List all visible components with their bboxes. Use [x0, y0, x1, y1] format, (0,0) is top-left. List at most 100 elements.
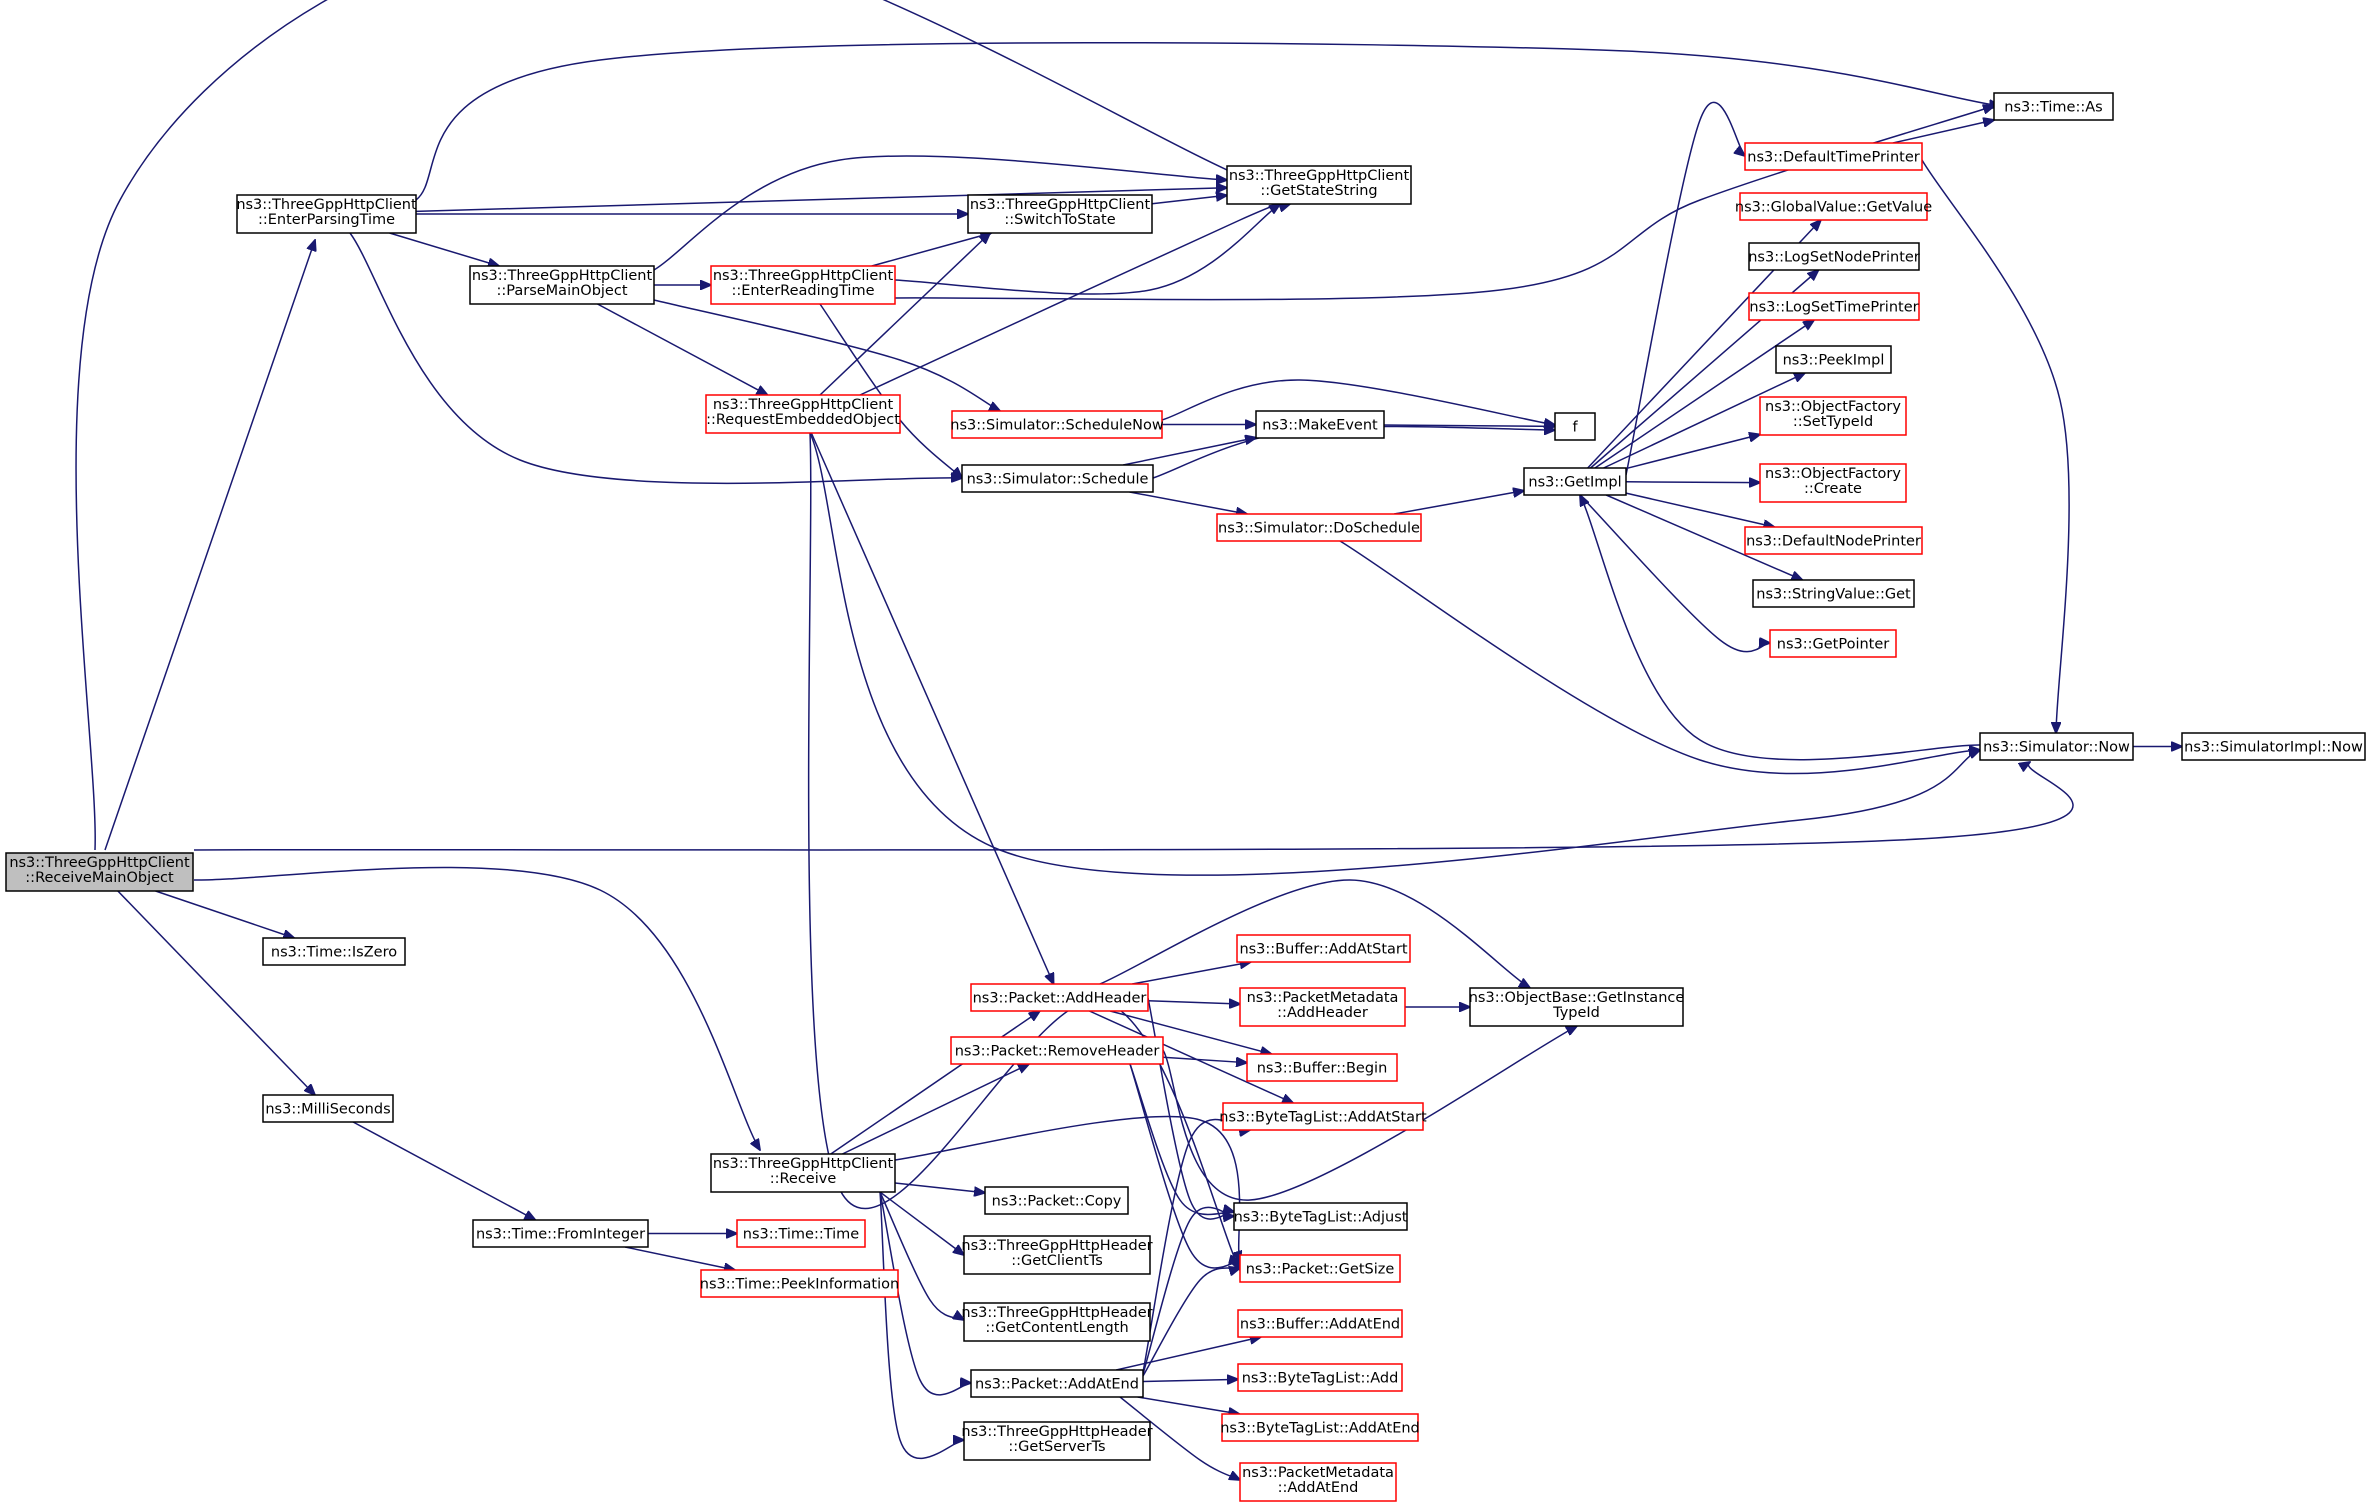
- edge-parseMain-to-requestEmbedded: [597, 303, 767, 395]
- node-btlAdjust[interactable]: ns3::ByteTagList::Adjust: [1233, 1202, 1408, 1231]
- node-box: [1748, 292, 1920, 321]
- edge-doSchedule-to-getImpl: [1393, 491, 1524, 515]
- node-packetCopy[interactable]: ns3::Packet::Copy: [984, 1186, 1129, 1215]
- node-label: ns3::ByteTagList::AddAtEnd: [1220, 1421, 1420, 1437]
- node-box: [1554, 412, 1596, 441]
- node-pmAddHeader[interactable]: ns3::PacketMetadata::AddHeader: [1239, 987, 1406, 1027]
- node-label: ::GetStateString: [1260, 183, 1377, 199]
- node-box: [1979, 732, 2134, 761]
- node-timeTime[interactable]: ns3::Time::Time: [736, 1219, 866, 1248]
- node-label: ns3::Packet::AddAtEnd: [975, 1377, 1139, 1393]
- node-getClientTs[interactable]: ns3::ThreeGppHttpHeader::GetClientTs: [961, 1235, 1153, 1275]
- node-label: ns3::Time::IsZero: [271, 945, 397, 961]
- node-label: ns3::PeekImpl: [1783, 353, 1885, 369]
- node-enterReading[interactable]: ns3::ThreeGppHttpClient::EnterReadingTim…: [710, 265, 896, 305]
- node-doSchedule[interactable]: ns3::Simulator::DoSchedule: [1216, 513, 1422, 542]
- node-isZero[interactable]: ns3::Time::IsZero: [262, 937, 406, 966]
- node-parseMain[interactable]: ns3::ThreeGppHttpClient::ParseMainObject: [469, 265, 655, 305]
- edge-simNow-to-getImpl: [1580, 495, 1981, 761]
- node-label: ns3::Time::As: [2004, 100, 2102, 116]
- edge-enterParsing-to-timeAs: [415, 41, 2000, 201]
- node-logSetTimePrinter[interactable]: ns3::LogSetTimePrinter: [1748, 292, 1920, 321]
- node-makeEvent[interactable]: ns3::MakeEvent: [1255, 410, 1385, 439]
- node-pmAddAtEnd[interactable]: ns3::PacketMetadata::AddAtEnd: [1239, 1462, 1397, 1502]
- node-getContentLength[interactable]: ns3::ThreeGppHttpHeader::GetContentLengt…: [961, 1302, 1153, 1342]
- node-getPointer[interactable]: ns3::GetPointer: [1769, 629, 1897, 658]
- node-requestEmbedded[interactable]: ns3::ThreeGppHttpClient::RequestEmbedded…: [705, 394, 901, 434]
- node-removeHeader[interactable]: ns3::Packet::RemoveHeader: [950, 1036, 1164, 1065]
- node-bufferBegin[interactable]: ns3::Buffer::Begin: [1246, 1053, 1398, 1082]
- edge-receive-to-addHeader: [830, 1011, 1040, 1155]
- edge-root-to-getStateString: [75, 0, 1250, 851]
- node-simImplNow[interactable]: ns3::SimulatorImpl::Now: [2181, 732, 2366, 761]
- node-box: [1237, 1363, 1403, 1392]
- node-label: ns3::LogSetNodePrinter: [1748, 250, 1920, 266]
- node-milliSeconds[interactable]: ns3::MilliSeconds: [262, 1094, 394, 1123]
- node-box: [472, 1219, 649, 1248]
- node-label: ns3::ThreeGppHttpHeader: [961, 1305, 1152, 1321]
- node-label: ::AddHeader: [1277, 1005, 1368, 1021]
- node-logSetNodePrinter[interactable]: ns3::LogSetNodePrinter: [1748, 242, 1920, 271]
- node-box: [1239, 987, 1406, 1027]
- node-defaultNodePrinter[interactable]: ns3::DefaultNodePrinter: [1744, 526, 1923, 555]
- node-btlAdd[interactable]: ns3::ByteTagList::Add: [1237, 1363, 1403, 1392]
- node-fromInteger[interactable]: ns3::Time::FromInteger: [472, 1219, 649, 1248]
- node-packetAddAtEnd[interactable]: ns3::Packet::AddAtEnd: [970, 1369, 1144, 1398]
- edge-defaultTimePrinter-to-timeAs: [1892, 120, 1994, 144]
- node-label: ns3::PacketMetadata: [1242, 1465, 1394, 1481]
- node-bufferAddAtEnd[interactable]: ns3::Buffer::AddAtEnd: [1237, 1309, 1403, 1338]
- node-defaultTimePrinter[interactable]: ns3::DefaultTimePrinter: [1744, 142, 1923, 171]
- node-getServerTs[interactable]: ns3::ThreeGppHttpHeader::GetServerTs: [961, 1421, 1153, 1461]
- node-label: ns3::ThreeGppHttpHeader: [961, 1424, 1152, 1440]
- node-bufferAddAtStart[interactable]: ns3::Buffer::AddAtStart: [1236, 934, 1411, 963]
- node-label: ::SwitchToState: [1004, 212, 1115, 228]
- node-scheduleNow[interactable]: ns3::Simulator::ScheduleNow: [950, 410, 1164, 439]
- node-label: ns3::ThreeGppHttpClient: [713, 268, 894, 284]
- edge-packetAddAtEnd-to-btlAdjust: [1142, 1206, 1234, 1375]
- node-label: ns3::ObjectBase::GetInstance: [1469, 990, 1685, 1006]
- node-receive[interactable]: ns3::ThreeGppHttpClient::Receive: [710, 1153, 896, 1193]
- node-enterParsing[interactable]: ns3::ThreeGppHttpClient::EnterParsingTim…: [236, 194, 417, 234]
- node-timeAs[interactable]: ns3::Time::As: [1993, 92, 2114, 121]
- node-label: ns3::ThreeGppHttpClient: [1229, 168, 1410, 184]
- edge-getImpl-to-logSetTimePrinter: [1594, 320, 1814, 469]
- node-label: ns3::ThreeGppHttpClient: [713, 397, 894, 413]
- node-box: [1239, 1254, 1401, 1283]
- node-packetGetSize[interactable]: ns3::Packet::GetSize: [1239, 1254, 1401, 1283]
- node-getStateString[interactable]: ns3::ThreeGppHttpClient::GetStateString: [1226, 165, 1412, 205]
- edge-parseMain-to-scheduleNow: [653, 299, 1000, 411]
- edge-root-to-isZero: [155, 890, 295, 938]
- edge-receive-to-getServerTs: [879, 1191, 964, 1460]
- node-label: ns3::MakeEvent: [1262, 418, 1378, 434]
- node-getImpl[interactable]: ns3::GetImpl: [1523, 467, 1627, 496]
- node-box: [961, 464, 1154, 493]
- edge-receive-to-getContentLength: [879, 1191, 964, 1320]
- node-peekImpl[interactable]: ns3::PeekImpl: [1775, 345, 1892, 374]
- node-switchToState[interactable]: ns3::ThreeGppHttpClient::SwitchToState: [967, 194, 1153, 234]
- edge-enterReading-to-schedule: [819, 303, 962, 478]
- node-box: [1759, 463, 1907, 503]
- node-box: [262, 1094, 394, 1123]
- node-label: ::GetContentLength: [985, 1320, 1128, 1336]
- node-box: [1237, 1309, 1403, 1338]
- node-schedule[interactable]: ns3::Simulator::Schedule: [961, 464, 1154, 493]
- node-simNow[interactable]: ns3::Simulator::Now: [1979, 732, 2134, 761]
- node-ofSetTypeId[interactable]: ns3::ObjectFactory::SetTypeId: [1759, 396, 1907, 436]
- edge-schedule-to-makeEvent: [1122, 438, 1256, 466]
- node-box: [1775, 345, 1892, 374]
- edge-getImpl-to-defaultTimePrinter: [1625, 101, 1745, 476]
- edge-doSchedule-to-simNow: [1339, 540, 1980, 775]
- node-label: ns3::Buffer::AddAtEnd: [1240, 1317, 1400, 1333]
- node-addHeader[interactable]: ns3::Packet::AddHeader: [970, 983, 1149, 1012]
- node-btlAddAtStart[interactable]: ns3::ByteTagList::AddAtStart: [1219, 1102, 1427, 1131]
- node-f[interactable]: f: [1554, 412, 1596, 441]
- node-ofCreate[interactable]: ns3::ObjectFactory::Create: [1759, 463, 1907, 503]
- node-globalValueGet[interactable]: ns3::GlobalValue::GetValue: [1735, 192, 1932, 221]
- node-label: ns3::Simulator::Now: [1983, 740, 2130, 756]
- node-box: [700, 1269, 899, 1298]
- node-stringValueGet[interactable]: ns3::StringValue::Get: [1752, 579, 1915, 608]
- node-peekInformation[interactable]: ns3::Time::PeekInformation: [700, 1269, 899, 1298]
- edge-schedule-to-doSchedule: [1129, 491, 1247, 514]
- node-btlAddAtEnd[interactable]: ns3::ByteTagList::AddAtEnd: [1220, 1413, 1420, 1442]
